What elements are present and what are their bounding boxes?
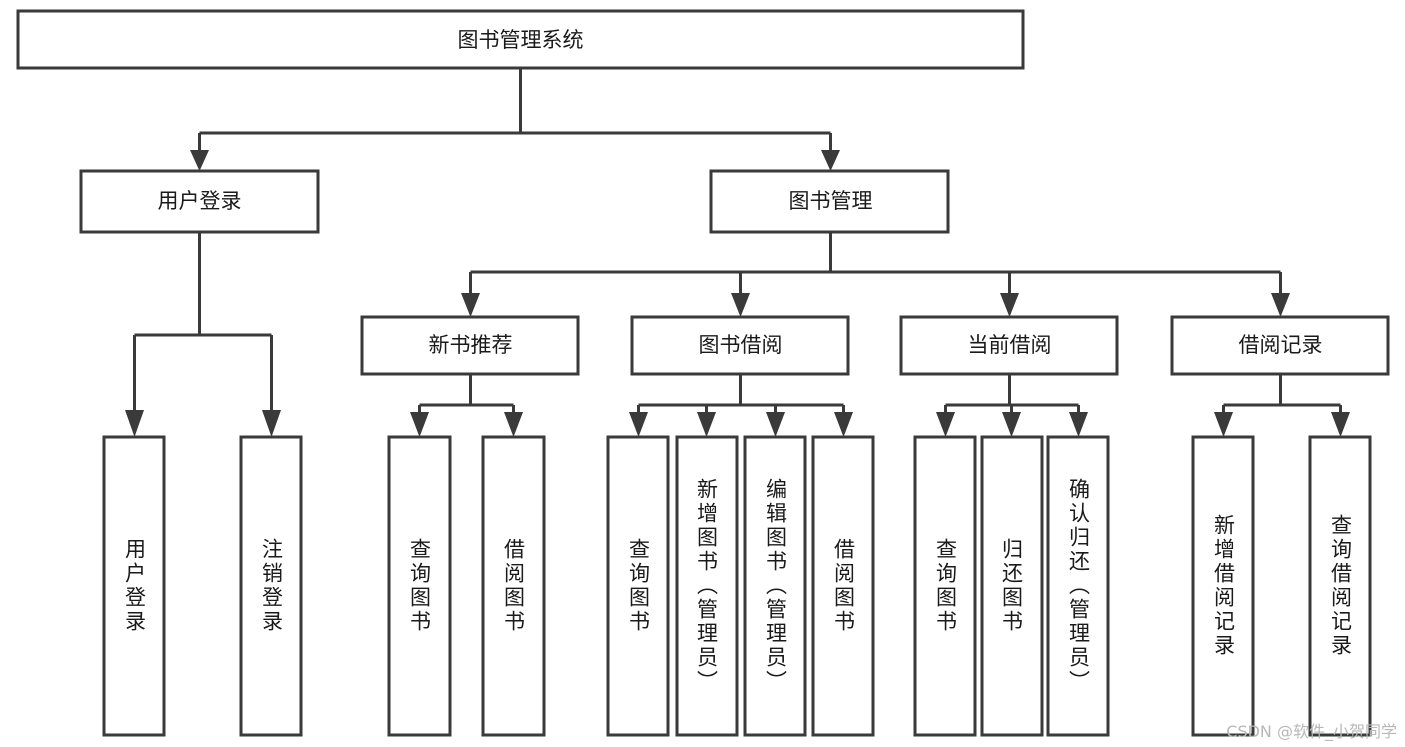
- node-book-management-label: 图书管理: [789, 189, 873, 213]
- connector-group-current-borrow-to-leaves: [936, 374, 1088, 437]
- node-borrow-record-box[interactable]: [1170, 315, 1390, 376]
- node-leaf-add-book[interactable]: 新增图书（管理员）: [675, 435, 739, 737]
- node-leaf-query-book-current[interactable]: 查询图书: [913, 435, 977, 737]
- arrowhead-leaf-user-login: [125, 410, 144, 437]
- node-root[interactable]: 图书管理系统: [16, 9, 1025, 70]
- arrowhead-borrow-record: [1271, 293, 1290, 317]
- node-leaf-add-borrow-record-box[interactable]: [1191, 435, 1255, 737]
- arrowhead-leaf-query-book-recommend: [410, 412, 429, 437]
- node-leaf-return-book-label: 归还图书: [1000, 538, 1024, 634]
- arrowhead-leaf-borrow-book: [834, 412, 853, 437]
- node-leaf-add-book-box[interactable]: [675, 435, 739, 737]
- node-leaf-borrow-book-recommend-box[interactable]: [481, 435, 546, 737]
- node-leaf-query-book-borrow-label: 查询图书: [627, 538, 651, 634]
- node-leaf-user-login[interactable]: 用户登录: [102, 435, 166, 737]
- node-leaf-user-login-label: 用户登录: [123, 538, 147, 634]
- arrowhead-leaf-query-book-current: [936, 412, 955, 437]
- arrowhead-leaf-add-borrow-record: [1214, 412, 1233, 437]
- node-book-borrow[interactable]: 图书借阅: [630, 315, 850, 376]
- node-current-borrow-label: 当前借阅: [968, 333, 1052, 357]
- node-leaf-query-book-borrow-box[interactable]: [606, 435, 670, 737]
- node-leaf-add-borrow-record[interactable]: 新增借阅记录: [1191, 435, 1255, 737]
- node-new-book-recommend-label: 新书推荐: [429, 333, 513, 357]
- node-book-management[interactable]: 图书管理: [709, 169, 950, 234]
- node-leaf-query-borrow-record-label: 查询借阅记录: [1329, 514, 1353, 658]
- node-leaf-borrow-book[interactable]: 借阅图书: [811, 435, 875, 737]
- node-current-borrow-box[interactable]: [899, 315, 1119, 376]
- arrowhead-book-borrow: [731, 293, 750, 317]
- arrowhead-leaf-user-logout: [262, 410, 281, 437]
- node-new-book-recommend-box[interactable]: [360, 315, 580, 376]
- node-user-login[interactable]: 用户登录: [79, 169, 320, 234]
- connector-group-root-to-level2: [190, 68, 840, 171]
- connector-group-user-login-to-leaves: [125, 232, 281, 437]
- connector-group-borrow-record-to-leaves: [1214, 374, 1350, 437]
- connector-group-new-book-recommend-to-leaves: [410, 374, 523, 437]
- node-leaf-confirm-return[interactable]: 确认归还（管理员）: [1046, 435, 1110, 737]
- node-leaf-return-book-box[interactable]: [980, 435, 1044, 737]
- node-leaf-user-logout-label: 注销登录: [260, 538, 284, 634]
- node-book-borrow-label: 图书借阅: [699, 333, 783, 357]
- node-leaf-borrow-book-box[interactable]: [811, 435, 875, 737]
- node-leaf-confirm-return-label: 确认归还（管理员）: [1067, 478, 1091, 694]
- node-leaf-borrow-book-label: 借阅图书: [832, 538, 856, 634]
- node-leaf-query-book-current-box[interactable]: [913, 435, 977, 737]
- node-leaf-query-book-recommend-box[interactable]: [387, 435, 452, 737]
- node-root-label: 图书管理系统: [458, 28, 584, 52]
- node-leaf-confirm-return-box[interactable]: [1046, 435, 1110, 737]
- arrowhead-leaf-query-book-borrow: [629, 412, 648, 437]
- arrowhead-leaf-edit-book: [766, 412, 785, 437]
- arrowhead-user-login: [190, 150, 209, 171]
- arrowhead-leaf-borrow-book-recommend: [504, 412, 523, 437]
- node-leaf-query-book-borrow[interactable]: 查询图书: [606, 435, 670, 737]
- node-user-login-box[interactable]: [79, 169, 320, 234]
- node-leaf-add-book-label: 新增图书（管理员）: [695, 478, 719, 694]
- node-leaf-query-book-current-label: 查询图书: [934, 538, 958, 634]
- node-root-box[interactable]: [16, 9, 1025, 70]
- node-leaf-add-borrow-record-label: 新增借阅记录: [1212, 514, 1236, 658]
- node-leaf-user-login-box[interactable]: [102, 435, 166, 737]
- arrowhead-book-management: [821, 150, 840, 171]
- node-leaf-user-logout-box[interactable]: [239, 435, 303, 737]
- node-new-book-recommend[interactable]: 新书推荐: [360, 315, 580, 376]
- node-leaf-borrow-book-recommend[interactable]: 借阅图书: [481, 435, 546, 737]
- arrowhead-leaf-confirm-return: [1069, 412, 1088, 437]
- node-book-borrow-box[interactable]: [630, 315, 850, 376]
- node-leaf-edit-book[interactable]: 编辑图书（管理员）: [743, 435, 807, 737]
- node-leaf-edit-book-box[interactable]: [743, 435, 807, 737]
- csdn-watermark: CSDN @软件_小贺同学: [1226, 722, 1397, 741]
- node-leaf-borrow-book-recommend-label: 借阅图书: [502, 538, 526, 634]
- node-borrow-record[interactable]: 借阅记录: [1170, 315, 1390, 376]
- node-current-borrow[interactable]: 当前借阅: [899, 315, 1119, 376]
- node-leaf-query-borrow-record[interactable]: 查询借阅记录: [1308, 435, 1372, 737]
- arrowhead-new-book-recommend: [461, 293, 480, 317]
- arrowhead-leaf-query-borrow-record: [1331, 412, 1350, 437]
- node-leaf-query-book-recommend-label: 查询图书: [408, 538, 432, 634]
- connector-group-book-borrow-to-leaves: [629, 374, 853, 437]
- node-leaf-return-book[interactable]: 归还图书: [980, 435, 1044, 737]
- node-leaf-user-logout[interactable]: 注销登录: [239, 435, 303, 737]
- node-book-management-box[interactable]: [709, 169, 950, 234]
- node-borrow-record-label: 借阅记录: [1239, 333, 1323, 357]
- connector-group-book-management-to-level3: [461, 232, 1290, 317]
- node-user-login-label: 用户登录: [158, 189, 242, 213]
- node-leaf-query-book-recommend[interactable]: 查询图书: [387, 435, 452, 737]
- arrowhead-leaf-return-book: [1002, 412, 1021, 437]
- node-leaf-edit-book-label: 编辑图书（管理员）: [764, 478, 788, 694]
- arrowhead-leaf-add-book: [697, 412, 716, 437]
- arrowhead-current-borrow: [1000, 293, 1019, 317]
- node-leaf-query-borrow-record-box[interactable]: [1308, 435, 1372, 737]
